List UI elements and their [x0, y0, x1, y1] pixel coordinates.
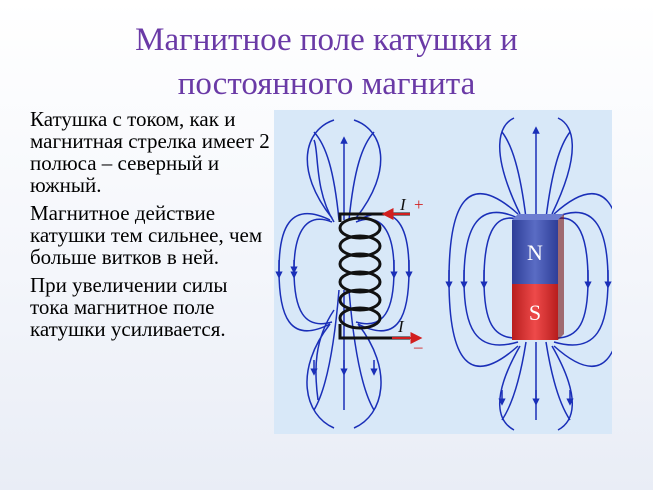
magnet-field-line — [501, 341, 527, 421]
magnet-field-line — [545, 341, 571, 421]
paragraph-turns: Магнитное действие катушки тем сильнее, … — [30, 201, 263, 269]
coil-field-line — [306, 323, 335, 429]
current-sign-bottom: – — [413, 337, 423, 356]
magnet-field-line — [501, 131, 527, 219]
magnetic-field-figure: I + I – — [274, 110, 612, 434]
coil-field-line — [353, 119, 382, 219]
magnet-north-label: N — [527, 240, 543, 265]
magnet-field-line — [499, 117, 521, 215]
magnet-north-pole — [512, 220, 558, 284]
coil-field-line — [353, 323, 382, 429]
field-diagram: I + I – — [275, 117, 612, 431]
magnet-field-lines — [445, 117, 612, 431]
current-label-bottom: I — [397, 317, 405, 336]
coil-field-line — [290, 218, 333, 325]
paragraph-current: При увеличении силы тока магнитное поле … — [30, 273, 228, 341]
coil-field-line — [313, 131, 340, 221]
coil-wire-bottom — [338, 324, 410, 340]
explanation-text: Катушка с током, как и магнитная стрелка… — [30, 108, 270, 346]
bar-magnet: N S — [512, 214, 564, 340]
slide-title-line-1: Магнитное поле катушки и — [135, 22, 518, 58]
magnet-south-label: S — [529, 300, 541, 325]
current-label-top: I — [399, 195, 407, 214]
slide-title: Магнитное поле катушки и постоянного маг… — [0, 18, 653, 106]
magnet-field-line — [551, 117, 573, 215]
paragraph-coil-poles: Катушка с током, как и магнитная стрелка… — [30, 107, 270, 197]
coil-field-line — [313, 139, 335, 401]
coil-field-line — [313, 289, 340, 411]
magnet-top-face — [512, 214, 564, 220]
current-sign-top: + — [414, 195, 424, 214]
coil-field-lines — [275, 119, 413, 429]
coil-field-line — [306, 119, 335, 219]
coil-field-line — [278, 213, 331, 332]
magnet-south-pole — [512, 284, 558, 340]
magnet-side-face — [558, 214, 564, 340]
coil-field-line — [348, 131, 375, 221]
slide-title-line-2: постоянного магнита — [177, 66, 476, 102]
coil — [338, 212, 410, 340]
magnet-field-line — [553, 193, 612, 367]
magnet-field-line — [545, 131, 571, 219]
